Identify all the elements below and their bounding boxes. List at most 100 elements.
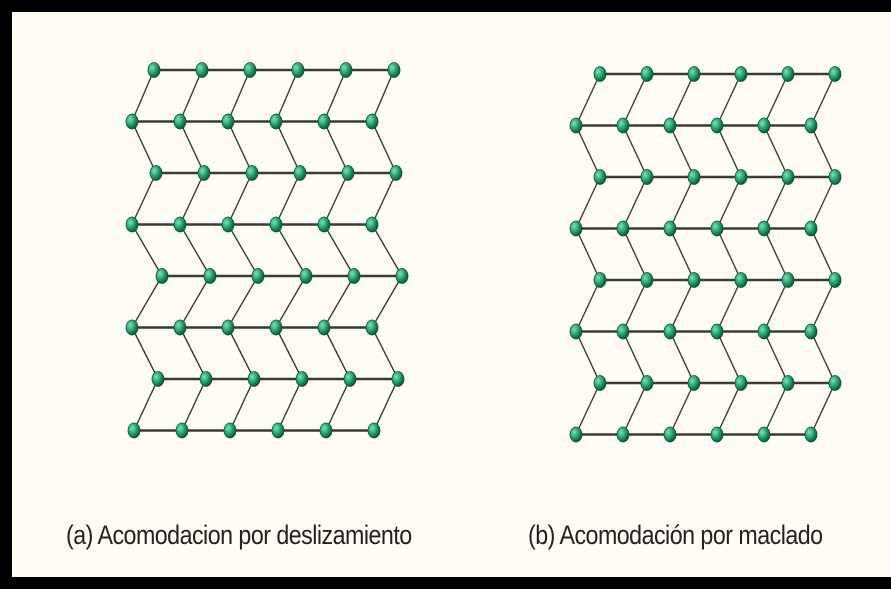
diagonal-bond xyxy=(325,378,351,431)
diagonal-bond xyxy=(716,176,742,229)
diagonal-bond xyxy=(763,125,789,178)
atom xyxy=(317,216,331,233)
atom xyxy=(687,272,701,288)
diagonal-bond xyxy=(575,125,601,178)
atom xyxy=(269,319,283,336)
atom xyxy=(347,268,361,284)
atom xyxy=(175,422,189,439)
diagonal-bond xyxy=(669,176,695,229)
atom xyxy=(687,169,701,185)
atom xyxy=(269,216,283,233)
atom xyxy=(663,426,677,443)
atom xyxy=(155,268,169,284)
atom xyxy=(757,426,771,443)
atom xyxy=(710,426,724,443)
diagonal-bond xyxy=(763,382,789,435)
atom xyxy=(640,375,654,391)
atom xyxy=(828,375,842,391)
atom xyxy=(247,371,261,387)
atom xyxy=(269,113,283,130)
diagonal-bond xyxy=(229,378,255,431)
diagonal-bond xyxy=(181,378,207,431)
atom xyxy=(173,319,187,336)
atom xyxy=(734,169,748,185)
atom xyxy=(299,268,313,284)
diagonal-bond xyxy=(575,331,601,384)
twin-lattice-panel xyxy=(452,12,891,482)
diagonal-bond xyxy=(179,224,211,277)
atom xyxy=(663,220,677,237)
diagonal-bond xyxy=(716,331,742,384)
atom xyxy=(687,66,701,82)
diagonal-bond xyxy=(131,224,163,277)
diagonal-bond xyxy=(227,275,259,328)
atom xyxy=(781,375,795,391)
atom xyxy=(387,62,401,78)
diagonal-bond xyxy=(622,382,648,435)
atom xyxy=(173,113,187,130)
atom xyxy=(569,220,583,237)
diagonal-bond xyxy=(669,125,695,178)
diagonal-bond xyxy=(763,228,789,281)
diagonal-bond xyxy=(371,224,403,277)
atom xyxy=(616,220,630,237)
atom xyxy=(757,117,771,134)
atom xyxy=(125,319,139,336)
diagonal-bond xyxy=(275,224,307,277)
bond-lines xyxy=(131,68,403,432)
diagonal-bond xyxy=(575,382,601,435)
atom xyxy=(149,165,163,181)
atom xyxy=(151,371,165,387)
atom xyxy=(710,220,724,237)
diagonal-bond xyxy=(810,279,836,332)
atom xyxy=(687,375,701,391)
caption-slip: (a) Acomodacion por deslizamiento xyxy=(66,520,412,550)
diagonal-bond xyxy=(179,327,207,380)
atom xyxy=(734,272,748,288)
atom xyxy=(221,319,235,336)
diagonal-bond xyxy=(323,172,349,225)
atom xyxy=(125,216,139,233)
diagonal-bond xyxy=(810,228,836,281)
atom xyxy=(734,66,748,82)
atom xyxy=(365,216,379,233)
atom xyxy=(734,375,748,391)
atom xyxy=(221,113,235,130)
atom xyxy=(391,371,405,387)
diagonal-bond xyxy=(227,327,255,380)
atom xyxy=(757,220,771,237)
atom xyxy=(781,66,795,82)
diagonal-bond xyxy=(575,73,601,126)
diagonal-bond xyxy=(131,275,163,328)
atom xyxy=(804,220,818,237)
diagonal-bond xyxy=(227,69,251,122)
atom xyxy=(828,169,842,185)
atom xyxy=(125,113,139,130)
diagonal-bond xyxy=(716,382,742,435)
diagonal-bond xyxy=(622,73,648,126)
diagonal-bond xyxy=(131,327,159,380)
diagonal-bond xyxy=(323,327,351,380)
atom xyxy=(640,272,654,288)
diagonal-bond xyxy=(669,331,695,384)
atom xyxy=(367,422,381,439)
diagonal-bond xyxy=(277,378,303,431)
diagonal-bond xyxy=(669,279,695,332)
atom xyxy=(365,113,379,130)
atom xyxy=(781,272,795,288)
diagonal-bond xyxy=(622,279,648,332)
atom xyxy=(828,272,842,288)
atom xyxy=(569,426,583,443)
diagonal-bond xyxy=(371,172,397,225)
atom xyxy=(271,422,285,439)
diagonal-bond xyxy=(763,279,789,332)
diagonal-bond xyxy=(323,275,355,328)
diagonal-bond xyxy=(227,121,253,174)
atom xyxy=(389,165,403,181)
atom xyxy=(343,371,357,387)
atom xyxy=(828,66,842,82)
atom xyxy=(251,268,265,284)
diagonal-bond xyxy=(323,69,347,122)
atom xyxy=(317,319,331,336)
atom xyxy=(640,66,654,82)
